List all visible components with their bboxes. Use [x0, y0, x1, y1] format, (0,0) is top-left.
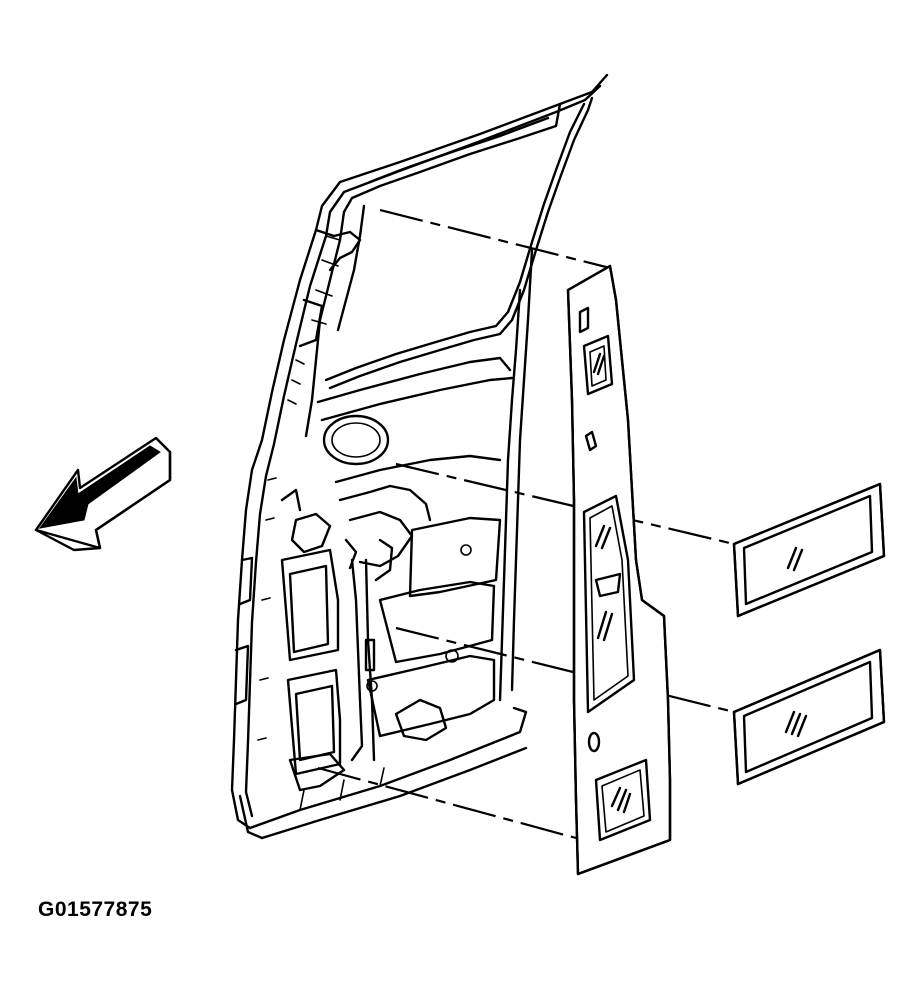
door-deflector-panel	[566, 264, 672, 876]
door-frame	[230, 73, 609, 830]
front-arrow-icon	[34, 436, 172, 552]
door-inner-panel	[234, 248, 534, 840]
figure-caption: G01577875	[38, 898, 153, 921]
leader-lines	[317, 208, 735, 840]
upper-label-plate	[732, 482, 886, 618]
lower-label-plate	[732, 648, 886, 786]
